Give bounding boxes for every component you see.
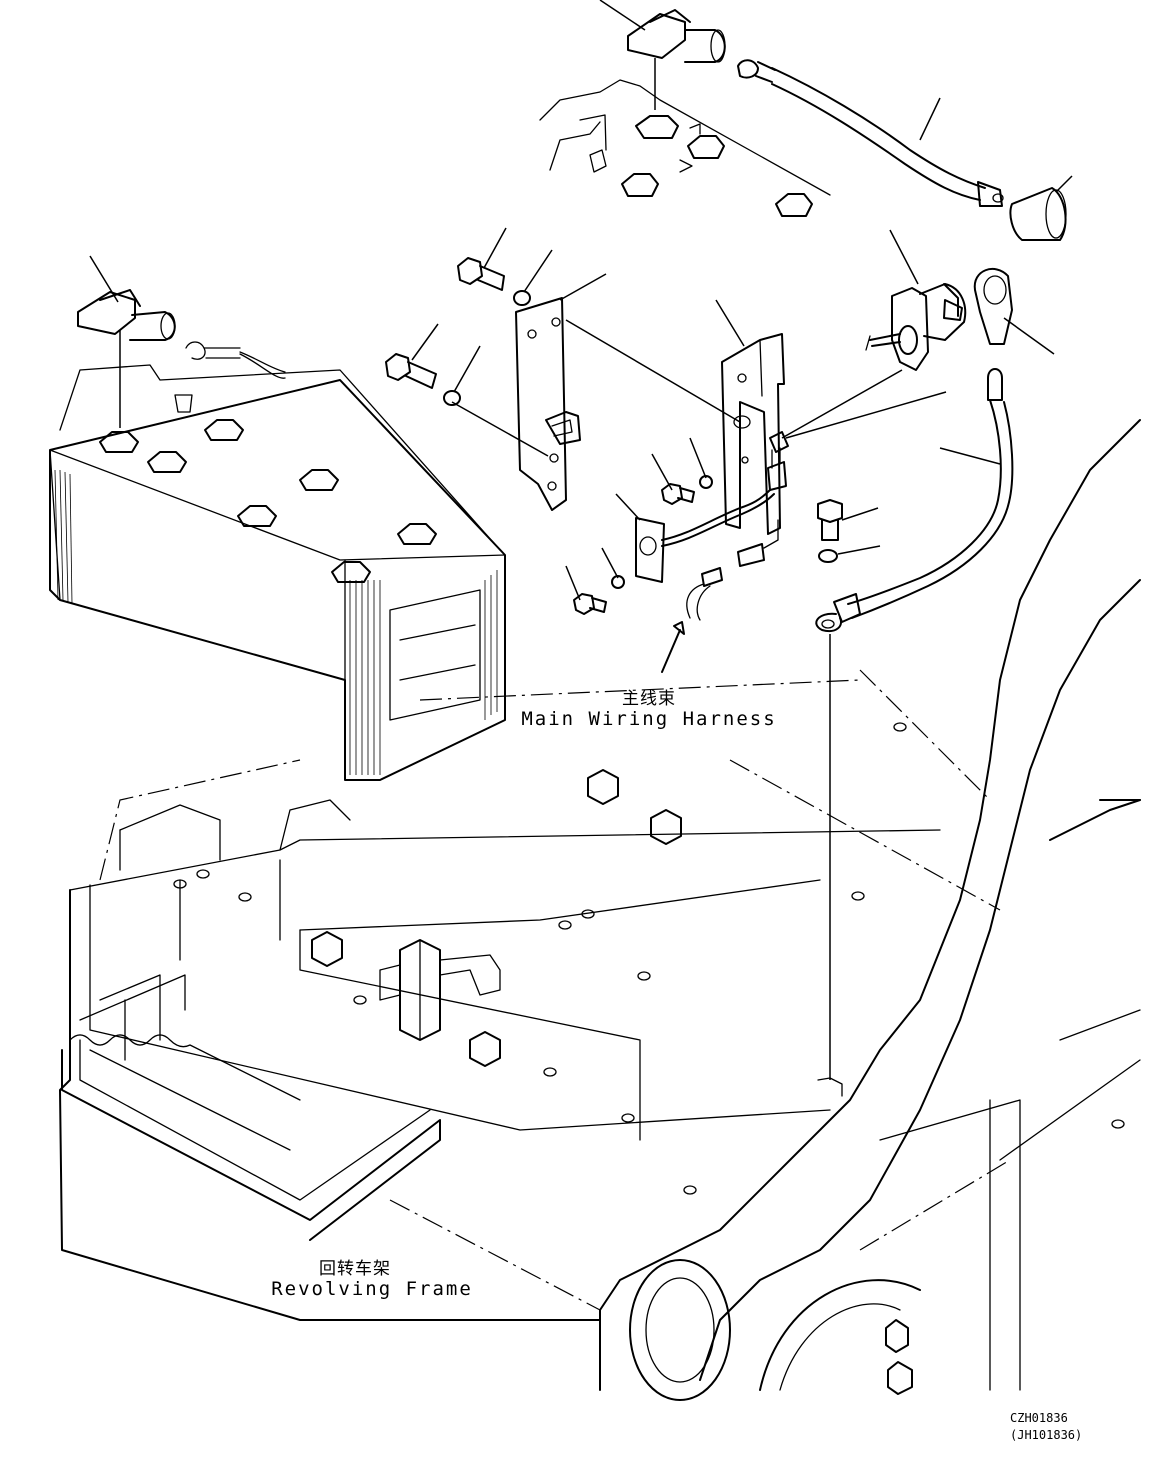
revolving-frame (59, 419, 1141, 1401)
revolving-frame-label-en: Revolving Frame (271, 1278, 473, 1300)
revolving-frame-label-cn: 回转车架 (319, 1259, 391, 1279)
cable-lower (815, 368, 1014, 632)
terminal-covers (973, 175, 1073, 355)
drawing-code-primary: CZH01836 (1010, 1411, 1068, 1425)
lamp-assembly (615, 489, 779, 673)
battery-relay (865, 229, 967, 371)
bracket-plate (451, 273, 741, 511)
drawing-code-secondary: (JH101836) (1010, 1428, 1083, 1442)
drawing-code: CZH01836 (JH101836) (1010, 1410, 1082, 1444)
main-wiring-harness-label-cn: 主线束 (622, 689, 676, 709)
battery-top (539, 0, 831, 217)
main-wiring-harness-label-en: Main Wiring Harness (521, 708, 777, 730)
cable-top (737, 59, 1004, 207)
bolts-washers (385, 227, 881, 1097)
battery-left (49, 255, 506, 781)
relay-bracket (715, 299, 947, 535)
